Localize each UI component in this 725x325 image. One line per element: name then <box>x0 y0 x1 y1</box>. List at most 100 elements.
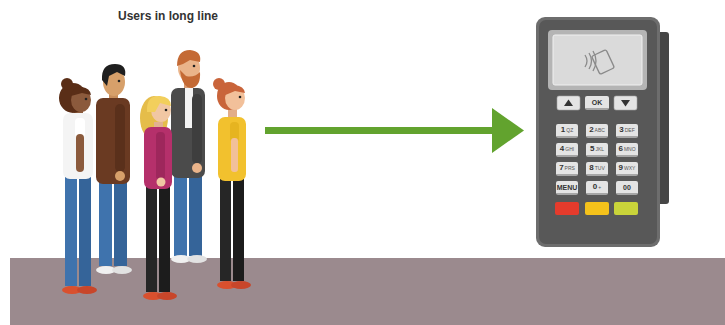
person-figure-part <box>189 172 202 256</box>
key-label: 2 <box>589 126 593 134</box>
person-figure-part <box>71 87 91 96</box>
key-sublabel: JKL <box>595 147 604 152</box>
person-figure-part <box>114 180 127 266</box>
keypad-key: OK <box>585 96 609 110</box>
person-figure-part <box>99 180 112 266</box>
key-sublabel: ABC <box>595 128 605 133</box>
keypad-key: 3DEF <box>616 124 638 138</box>
key-label: MENU <box>557 184 578 191</box>
person-figure-part <box>223 85 245 96</box>
person-figure-part <box>180 70 200 88</box>
key-label: 9 <box>619 164 623 172</box>
key-sublabel: QZ <box>566 128 573 133</box>
payment-terminal-part-part <box>585 55 587 67</box>
person-figure-part <box>185 88 193 128</box>
person-figure-part <box>118 80 121 83</box>
keypad-key: 0+ <box>586 181 608 195</box>
person-figure-part <box>159 184 170 292</box>
key-label: 7 <box>559 164 563 172</box>
person-figure <box>59 78 97 294</box>
payment-terminal-part <box>548 30 647 90</box>
payment-terminal-part <box>585 202 609 215</box>
person-figure-part <box>187 255 207 263</box>
person-figure <box>96 64 132 274</box>
payment-terminal-part-part <box>593 51 596 71</box>
person-figure-part <box>157 178 166 187</box>
payment-terminal-part-part <box>592 50 615 75</box>
payment-terminal-part <box>614 96 637 110</box>
person-figure-part <box>96 98 130 184</box>
payment-terminal-part <box>621 100 630 107</box>
person-figure-part <box>171 88 205 178</box>
key-sublabel: TUV <box>595 166 605 171</box>
payment-terminal-part <box>557 96 580 110</box>
person-figure-part <box>77 286 97 294</box>
person-figure-part <box>112 266 132 274</box>
key-sublabel: DEF <box>625 128 635 133</box>
flow-arrow <box>265 108 524 153</box>
keypad-key: 00 <box>616 181 638 195</box>
key-sublabel: PRS <box>565 166 575 171</box>
person-figure-part <box>192 163 202 173</box>
person-figure-part <box>231 138 238 172</box>
person-figure-part <box>165 109 168 112</box>
person-figure-part <box>218 117 246 181</box>
person-figure-part <box>63 113 93 179</box>
payment-terminal-part <box>585 50 614 75</box>
key-label: 5 <box>590 145 594 153</box>
payment-terminal-part <box>555 202 579 215</box>
person-figure-part <box>156 132 165 180</box>
person-figure-part <box>144 127 172 189</box>
person-figure-part <box>79 176 91 286</box>
person-figure <box>171 50 207 263</box>
key-sublabel: + <box>598 185 601 190</box>
keypad-key: 1QZ <box>556 124 578 138</box>
person-figure-part <box>220 177 231 281</box>
person-figure-part <box>157 292 177 300</box>
person-figure-part <box>174 172 187 256</box>
key-sublabel: WXY <box>624 166 635 171</box>
key-label: 6 <box>618 145 622 153</box>
person-figure-part <box>115 104 125 172</box>
person-figure-part <box>239 96 242 99</box>
key-label: 4 <box>560 145 564 153</box>
key-label: 0 <box>593 183 597 191</box>
key-label: 1 <box>561 126 565 134</box>
key-label: OK <box>592 99 603 106</box>
keypad-key: 8TUV <box>586 162 608 176</box>
payment-terminal-part <box>539 20 657 244</box>
person-figure-part <box>192 94 202 164</box>
key-label: 00 <box>623 184 631 191</box>
person-figure-part <box>115 171 125 181</box>
person-figure-part <box>193 65 196 68</box>
person-figure-part <box>147 96 171 112</box>
person-figure-part <box>85 98 88 101</box>
person-figure-part <box>65 176 77 286</box>
key-label: 8 <box>589 164 593 172</box>
person-figure-part <box>233 177 244 281</box>
person-figure-part <box>76 134 84 172</box>
keypad-key: 9WXY <box>616 162 638 176</box>
person-figure-part <box>102 64 125 86</box>
keypad-key: 5JKL <box>586 143 608 157</box>
key-sublabel: MNO <box>624 147 636 152</box>
payment-terminal <box>536 17 669 247</box>
person-figure-part <box>231 281 251 289</box>
payment-terminal-part <box>564 100 573 107</box>
person-figure-part <box>61 78 73 90</box>
keypad-key: 2ABC <box>586 124 608 138</box>
payment-terminal-part <box>614 202 638 215</box>
key-sublabel: GHI <box>565 147 574 152</box>
flow-arrow-part <box>265 127 495 134</box>
keypad-key: 4GHI <box>556 143 578 157</box>
person-figure-part <box>146 184 157 292</box>
keypad-key: MENU <box>556 181 578 195</box>
diagram-title: Users in long line <box>118 9 218 23</box>
floor-band <box>10 258 725 325</box>
person-figure <box>213 78 251 289</box>
payment-terminal-part <box>536 17 660 247</box>
person-figure <box>140 96 177 300</box>
keypad-key: 7PRS <box>556 162 578 176</box>
payment-terminal-part-part <box>589 53 592 69</box>
